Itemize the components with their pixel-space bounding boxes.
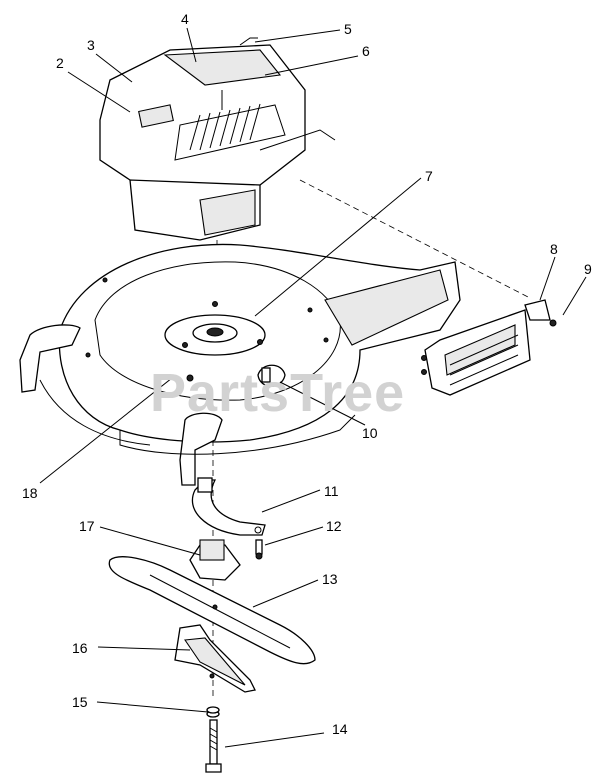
blade <box>108 556 316 665</box>
engine <box>99 37 336 241</box>
callout-17: 17 <box>79 518 95 534</box>
callout-13: 13 <box>322 571 338 587</box>
callout-8: 8 <box>550 241 558 257</box>
callout-3: 3 <box>87 37 95 53</box>
callout-7: 7 <box>425 168 433 184</box>
callout-9: 9 <box>584 261 592 277</box>
callout-11: 11 <box>324 483 339 499</box>
washer <box>206 706 220 718</box>
screw-12 <box>255 539 263 560</box>
callout-18: 18 <box>22 485 38 501</box>
leader-lines <box>39 27 587 748</box>
blade-adapter <box>189 539 241 581</box>
engine-cooling-fins <box>189 103 261 151</box>
callout-5: 5 <box>344 21 352 37</box>
watermark: PartsTree <box>150 363 406 423</box>
mower-deck <box>19 243 461 486</box>
mulching-blade <box>174 624 256 693</box>
callout-4: 4 <box>181 11 189 27</box>
callout-10: 10 <box>362 425 378 441</box>
callout-15: 15 <box>72 694 88 710</box>
rear-deflector <box>421 299 557 396</box>
baffle <box>191 477 266 536</box>
callout-16: 16 <box>72 640 88 656</box>
callout-14: 14 <box>332 721 348 737</box>
callout-6: 6 <box>362 43 370 59</box>
blade-bolt <box>205 719 222 773</box>
callout-12: 12 <box>326 518 342 534</box>
callout-2: 2 <box>56 55 64 71</box>
